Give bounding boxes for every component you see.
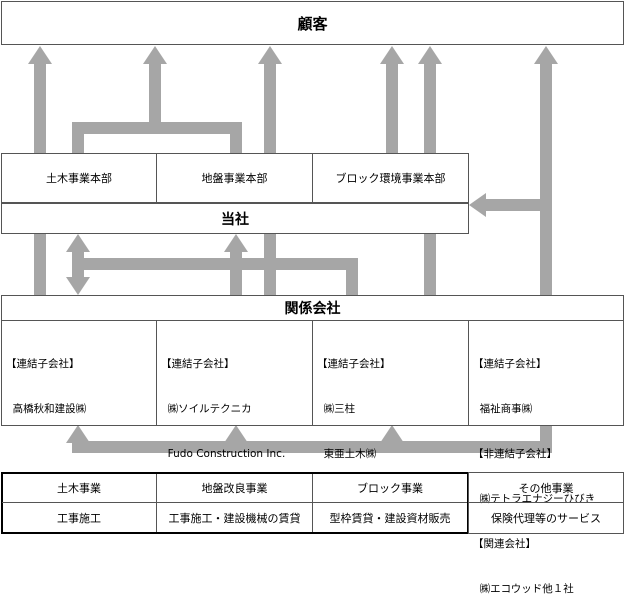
affiliate-line: 【連結子会社】 <box>161 358 235 370</box>
arrow-into-company-shaft <box>486 199 546 211</box>
affiliate-column-block: 【連結子会社】 ㈱三柱 東亜土木㈱ <box>312 320 469 460</box>
segment-name-block: ブロック事業 <box>313 474 467 503</box>
arrow-head-7 <box>224 234 248 252</box>
customer-box: 顧客 <box>1 1 624 45</box>
u-connector-right <box>230 122 242 153</box>
affiliate-line: 【連結子会社】 <box>473 358 547 370</box>
double-arrow-shaft <box>72 252 84 278</box>
affiliate-line: 高橋秋和建設㈱ <box>6 403 87 415</box>
affiliates-header: 関係会社 <box>1 295 624 321</box>
affiliate-line: 【連結子会社】 <box>6 358 80 370</box>
customer-label: 顧客 <box>297 14 328 33</box>
affiliate-line: 東亜土木㈱ <box>317 448 377 460</box>
affiliate-line: 【関連会社】 <box>473 538 536 550</box>
arrow-head-1 <box>28 46 52 64</box>
affiliate-column-ground: 【連結子会社】 ㈱ソイルテクニカ Fudo Construction Inc. <box>156 320 313 460</box>
segment-table-other <box>468 472 624 534</box>
division-civil-label: 土木事業本部 <box>46 172 112 185</box>
inv-u-top <box>84 258 358 270</box>
bottom-arrow-head-1 <box>66 425 90 443</box>
affiliate-line: 福祉商事㈱ <box>473 403 533 415</box>
segment-service-ground: 工事施工・建設機械の賃貸 <box>157 503 313 532</box>
double-arrow-head-bottom <box>66 277 90 295</box>
inv-u-right <box>346 258 358 295</box>
arrow-head-4 <box>418 46 442 64</box>
affiliate-column-civil: 【連結子会社】 高橋秋和建設㈱ <box>1 320 157 426</box>
segment-name-other: その他事業 <box>469 473 623 503</box>
division-civil: 土木事業本部 <box>1 153 157 203</box>
division-ground-label: 地盤事業本部 <box>201 172 268 185</box>
bottom-loop-bar <box>72 441 552 453</box>
arrow-shaft-3 <box>386 64 398 153</box>
affiliate-column-other: 【連結子会社】 福祉商事㈱ 【非連結子会社】 ㈱テトラエナジーひびき 【関連会社… <box>468 320 624 595</box>
affiliates-label: 関係会社 <box>284 301 341 317</box>
arrow-head-2 <box>258 46 282 64</box>
flow-arrows <box>28 46 558 453</box>
segment-service-block: 型枠賃貸・建設資材販売 <box>329 511 451 525</box>
arrow-shaft-6 <box>149 64 161 128</box>
company-box: 当社 <box>1 203 469 234</box>
arrow-head-6 <box>143 46 167 64</box>
affiliate-line: ㈱三柱 <box>317 403 356 415</box>
segment-name-civil: 土木事業 <box>2 474 157 503</box>
affiliate-line: ㈱エコウッド他１社 <box>473 583 574 595</box>
segment-service-other: 保険代理等のサービス <box>491 512 601 525</box>
division-block: ブロック環境事業本部 <box>312 153 469 203</box>
arrow-head-5 <box>534 46 558 64</box>
arrow-head-3 <box>380 46 404 64</box>
arrow-shaft-5 <box>540 64 552 295</box>
bottom-arrow-head-3 <box>380 425 404 443</box>
segment-service-civil: 工事施工 <box>2 503 157 532</box>
double-arrow-head-top <box>66 234 90 252</box>
company-label: 当社 <box>221 211 249 228</box>
division-block-label: ブロック環境事業本部 <box>335 172 446 185</box>
affiliate-line: ㈱ソイルテクニカ <box>161 403 252 415</box>
affiliate-line: 【非連結子会社】 <box>473 448 557 460</box>
division-ground: 地盤事業本部 <box>156 153 313 203</box>
affiliate-line: 【連結子会社】 <box>317 358 391 370</box>
bottom-arrow-head-2 <box>224 425 248 443</box>
segment-name-ground: 地盤改良事業 <box>157 474 313 503</box>
affiliate-line: Fudo Construction Inc. <box>161 448 286 460</box>
bottom-arrow-shaft-1 <box>72 443 84 449</box>
arrow-shaft-7 <box>230 252 242 295</box>
arrow-into-company-head <box>469 193 486 217</box>
